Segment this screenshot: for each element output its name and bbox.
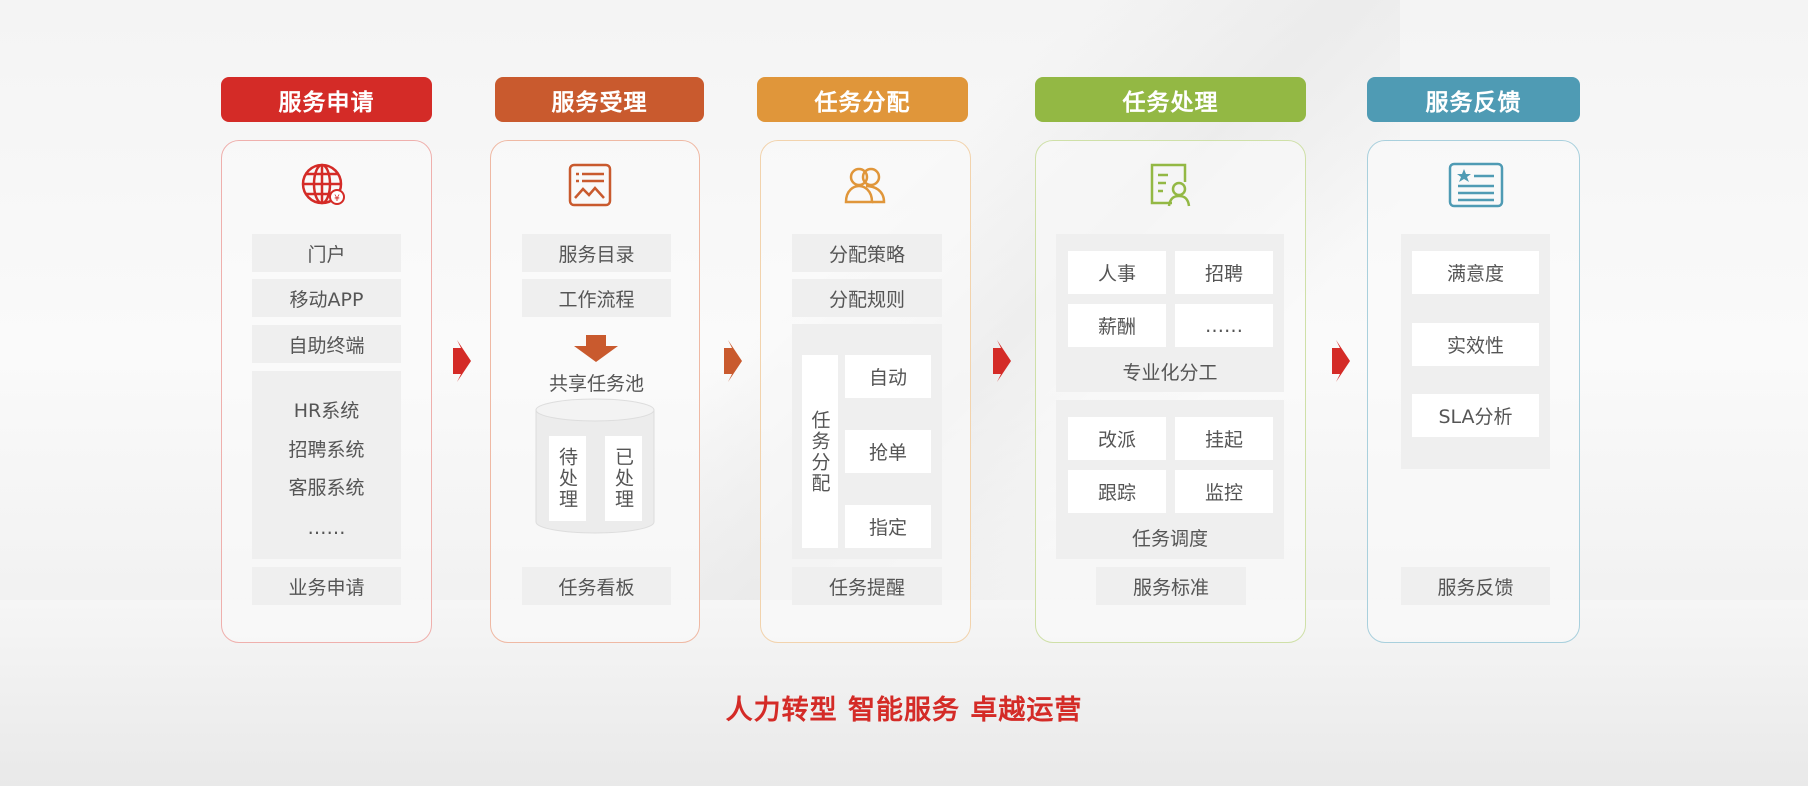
item-assignment-rules: 分配规则	[792, 279, 942, 317]
arrow-down-icon	[574, 335, 618, 362]
system-hr: HR系统	[293, 400, 360, 422]
arrow-right-icon	[1332, 340, 1350, 382]
sched-reassign: 改派	[1068, 417, 1166, 460]
spec-more: ……	[1175, 304, 1273, 347]
spec-compensation: 薪酬	[1068, 304, 1166, 347]
assign-designate: 指定	[845, 505, 931, 548]
scheduling-label: 任务调度	[1131, 528, 1208, 550]
user-document-icon	[1150, 163, 1191, 207]
users-icon	[844, 167, 886, 204]
item-assignment-strategy: 分配策略	[792, 234, 942, 272]
system-customer-service: 客服系统	[288, 477, 365, 499]
sched-monitor: 监控	[1175, 470, 1273, 513]
assign-grab: 抢单	[845, 430, 931, 473]
feedback-sla-analysis: SLA分析	[1412, 394, 1539, 437]
systems-group	[252, 371, 401, 559]
item-portal: 门户	[252, 234, 401, 272]
system-more: ……	[307, 517, 346, 539]
arrow-right-icon	[453, 340, 471, 382]
globe-icon: ¥	[301, 163, 345, 205]
item-service-catalog: 服务目录	[522, 234, 671, 272]
arrow-right-icon	[724, 340, 742, 382]
svg-text:¥: ¥	[334, 194, 340, 204]
footer-task-reminder: 任务提醒	[792, 567, 942, 605]
feedback-effectiveness: 实效性	[1412, 323, 1539, 366]
header-task-assignment: 任务分配	[757, 77, 968, 122]
footer-task-board: 任务看板	[522, 567, 671, 605]
spec-personnel: 人事	[1068, 251, 1166, 294]
sched-suspend: 挂起	[1175, 417, 1273, 460]
footer-service-feedback: 服务反馈	[1401, 567, 1550, 605]
item-self-service-terminal: 自助终端	[252, 325, 401, 363]
sched-track: 跟踪	[1068, 470, 1166, 513]
header-service-feedback: 服务反馈	[1367, 77, 1580, 122]
column-service-acceptance	[490, 140, 700, 643]
specialization-label: 专业化分工	[1122, 362, 1218, 384]
header-task-processing: 任务处理	[1035, 77, 1306, 122]
header-service-request: 服务申请	[221, 77, 432, 122]
arrow-right-icon	[993, 340, 1011, 382]
slogan: 人力转型 智能服务 卓越运营	[725, 695, 1083, 726]
system-recruit: 招聘系统	[288, 439, 365, 461]
shared-task-pool-label: 共享任务池	[548, 373, 644, 395]
item-workflow: 工作流程	[522, 279, 671, 317]
feedback-satisfaction: 满意度	[1412, 251, 1539, 294]
assign-auto: 自动	[845, 355, 931, 398]
pool-processed: 已处理	[605, 436, 642, 521]
footer-business-request: 业务申请	[252, 567, 401, 605]
item-mobile-app: 移动APP	[252, 279, 401, 317]
assignment-group-label: 任务分配	[802, 355, 838, 548]
header-service-acceptance: 服务受理	[495, 77, 704, 122]
spec-recruitment: 招聘	[1175, 251, 1273, 294]
list-chart-icon	[568, 163, 612, 207]
footer-service-standard: 服务标准	[1096, 567, 1246, 605]
pool-pending: 待处理	[549, 436, 586, 521]
star-list-icon	[1448, 162, 1504, 208]
